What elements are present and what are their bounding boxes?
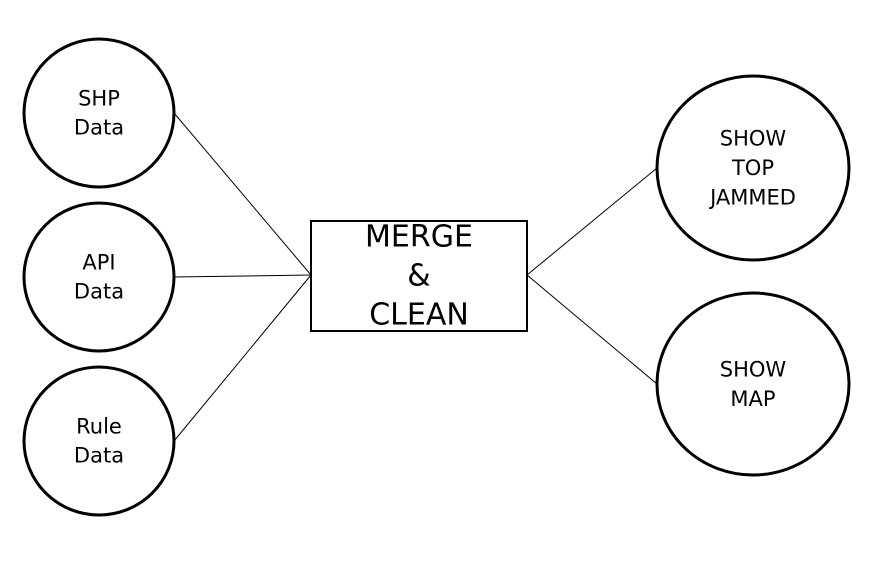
node-rule-circle <box>22 365 176 517</box>
node-api-circle <box>22 201 176 353</box>
node-map-label-line-2: MAP <box>730 387 775 411</box>
node-api-label-line-1: API <box>82 251 115 275</box>
node-merge-label-line-1: MERGE <box>365 220 473 255</box>
node-merge-label-line-2: & <box>407 259 430 294</box>
node-shp-circle <box>22 37 176 189</box>
node-top-jammed-label-line-2: TOP <box>731 156 774 180</box>
edge-merge-to-top-jammed <box>526 167 658 276</box>
edge-shp-to-merge <box>173 112 312 276</box>
node-rule-label-line-1: Rule <box>76 415 122 439</box>
nodes-layer: SHPDataAPIDataRuleDataMERGE&CLEANSHOWTOP… <box>22 37 851 517</box>
node-api-label-line-2: Data <box>74 280 124 304</box>
node-shp: SHP Data <box>22 37 176 189</box>
node-merge-label-line-3: CLEAN <box>369 298 469 333</box>
node-merge: MERGE & CLEAN <box>310 220 528 333</box>
node-top-jammed: SHOW TOP JAMMED <box>655 74 851 262</box>
edges-layer <box>173 112 658 442</box>
node-top-jammed-label-line-1: SHOW <box>720 127 787 151</box>
node-rule-label-line-2: Data <box>74 444 124 468</box>
node-merge-box <box>310 220 528 332</box>
node-top-jammed-label-line-3: JAMMED <box>708 186 796 210</box>
node-map-label-line-1: SHOW <box>720 357 787 381</box>
edge-merge-to-map <box>526 274 658 385</box>
edge-rule-to-merge <box>173 274 312 442</box>
node-top-jammed-circle <box>655 74 851 262</box>
node-shp-label-line-1: SHP <box>78 87 120 111</box>
node-api: API Data <box>22 201 176 353</box>
node-shp-label-line-2: Data <box>74 116 124 140</box>
node-map-circle <box>655 291 851 477</box>
edge-api-to-merge <box>173 274 312 278</box>
node-map: SHOW MAP <box>655 291 851 477</box>
